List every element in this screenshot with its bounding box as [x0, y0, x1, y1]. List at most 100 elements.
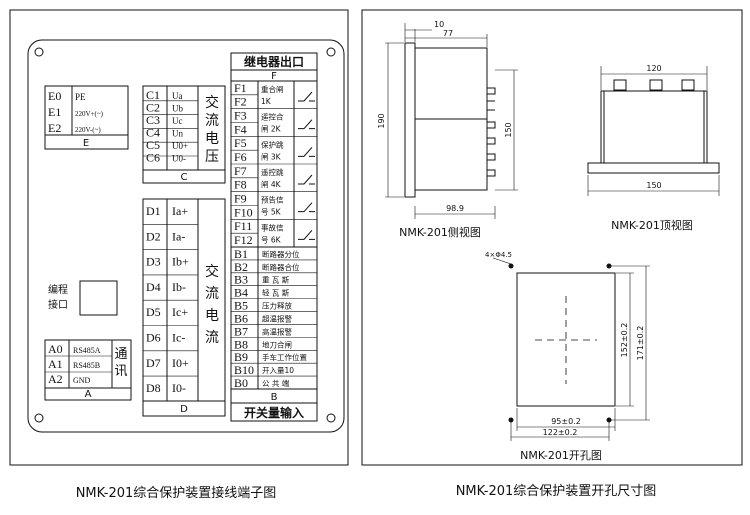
- terminal-code-e0: E0: [48, 89, 61, 103]
- group-label-d: 流: [205, 286, 219, 302]
- terminal-name-e2: 220V-(~): [75, 126, 101, 134]
- terminal-name-d1: Ia+: [172, 204, 188, 218]
- programming-port[interactable]: [79, 280, 118, 316]
- dim-95: 95±0.2: [551, 417, 581, 426]
- terminal-name-d7: I0+: [172, 356, 189, 370]
- relay-name: 闸 3K: [261, 152, 282, 161]
- group-label-c: 压: [205, 149, 219, 165]
- terminal-code-d1: D1: [146, 204, 161, 218]
- programming-port-label-1: 编程: [48, 283, 68, 296]
- terminal-code-f8: F8: [234, 178, 247, 192]
- terminal-code-c5: C5: [146, 138, 160, 152]
- terminal-code-b5: B5: [234, 299, 248, 313]
- terminal-code-a1: A1: [48, 357, 63, 371]
- terminal-name-b3: 重 瓦 斯: [262, 275, 290, 285]
- block-b-footer: 开关量输入: [244, 405, 304, 420]
- mounting-hole-icon: [326, 413, 336, 423]
- cutout-view-label: NMK-201开孔图: [520, 449, 602, 462]
- terminal-name-c3: Uc: [172, 116, 183, 126]
- terminal-name-c1: Ua: [172, 91, 183, 101]
- relay-contact-icon: [298, 174, 315, 185]
- terminal-name-e1: 220V+(~): [75, 110, 104, 118]
- terminal-code-c2: C2: [146, 101, 160, 115]
- terminal-code-b10: B10: [234, 363, 254, 377]
- terminal-code-c3: C3: [146, 113, 160, 127]
- terminal-code-a0: A0: [48, 342, 63, 356]
- group-label-d: 电: [205, 308, 219, 324]
- terminal-code-b8: B8: [234, 337, 248, 351]
- group-label-a: 讯: [114, 364, 127, 379]
- dim-152: 152±0.2: [620, 323, 629, 358]
- relay-name: 预告信: [261, 195, 284, 205]
- right-caption: NMK-201综合保护装置开孔尺寸图: [456, 484, 657, 499]
- terminal-name-a1: RS485B: [73, 361, 100, 370]
- terminal-code-d5: D5: [146, 305, 161, 319]
- block-a-label: A: [85, 389, 92, 400]
- dim-98-9: 98.9: [446, 204, 464, 213]
- terminal-name-b5: 压力释放: [262, 301, 292, 311]
- side-view-label: NMK-201侧视图: [399, 225, 481, 239]
- terminal-code-b6: B6: [234, 311, 248, 325]
- dim-120: 120: [646, 64, 661, 73]
- terminal-name-d8: I0-: [172, 381, 186, 395]
- terminal-name-b7: 高温报警: [262, 326, 292, 336]
- relay-name: 遥控合: [261, 112, 284, 122]
- terminal-code-c6: C6: [146, 151, 160, 165]
- mount-hole-icon: [606, 417, 612, 423]
- relay-contact-icon: [298, 147, 315, 157]
- terminal-code-f3: F3: [234, 109, 247, 123]
- right-frame: [361, 9, 743, 466]
- terminal-code-f9: F9: [234, 192, 247, 206]
- group-label-c: 流: [205, 113, 219, 129]
- group-label-d: 流: [205, 330, 219, 346]
- terminal-code-c1: C1: [146, 88, 160, 102]
- block-e-label: E: [83, 138, 89, 149]
- dim-190: 190: [377, 113, 386, 128]
- relay-name: 1K: [261, 97, 272, 106]
- block-d-label: D: [180, 404, 188, 415]
- relay-contact-icon: [298, 91, 315, 102]
- terminal-code-d2: D2: [146, 229, 161, 243]
- terminal-code-f2: F2: [234, 95, 247, 109]
- terminal-code-d6: D6: [146, 331, 161, 345]
- relay-contact-icon: [298, 119, 315, 130]
- top-view-label: NMK-201顶视图: [611, 218, 693, 232]
- relay-name: 号 6K: [261, 235, 282, 244]
- terminal-plate: [27, 39, 345, 433]
- cutout-view: [508, 263, 616, 423]
- terminal-name-a2: GND: [73, 376, 91, 385]
- dim-10: 10: [434, 20, 444, 29]
- terminal-code-f12: F12: [234, 233, 253, 247]
- left-frame: [9, 9, 349, 466]
- terminal-code-b2: B2: [234, 260, 248, 274]
- mounting-hole-icon: [326, 47, 336, 57]
- relay-name: 号 5K: [261, 208, 282, 217]
- terminal-code-c4: C4: [146, 126, 160, 140]
- terminal-name-d3: Ib+: [172, 255, 189, 269]
- relay-name: 重合闸: [261, 84, 284, 94]
- relay-name: 事故信: [261, 222, 284, 232]
- terminal-block-e: [44, 85, 129, 150]
- mounting-hole-icon: [34, 47, 44, 57]
- mount-hole-icon: [606, 263, 612, 269]
- terminal-name-b0: 公 共 端: [262, 378, 290, 388]
- dim-150-top: 150: [646, 181, 661, 190]
- mount-hole-icon: [508, 263, 514, 269]
- terminal-code-d7: D7: [146, 356, 161, 370]
- terminal-name-c5: U0+: [172, 141, 188, 151]
- terminal-code-f5: F5: [234, 136, 247, 150]
- group-label-c: 电: [205, 131, 219, 147]
- terminal-block-a: [44, 339, 132, 401]
- terminal-name-a0: RS485A: [73, 346, 101, 355]
- terminal-name-d5: Ic+: [172, 305, 188, 319]
- terminal-name-b10: 开入量10: [262, 366, 294, 375]
- terminal-code-d4: D4: [146, 280, 161, 294]
- terminal-code-b1: B1: [234, 247, 248, 261]
- dim-150-side: 150: [504, 122, 513, 137]
- relay-name: 闸 4K: [261, 180, 282, 189]
- terminal-name-b2: 断路器合位: [262, 262, 300, 272]
- terminal-name-b4: 轻 瓦 斯: [262, 288, 290, 298]
- terminal-code-e1: E1: [48, 105, 61, 119]
- group-label-d: 交: [205, 263, 219, 280]
- terminal-code-f10: F10: [234, 205, 253, 219]
